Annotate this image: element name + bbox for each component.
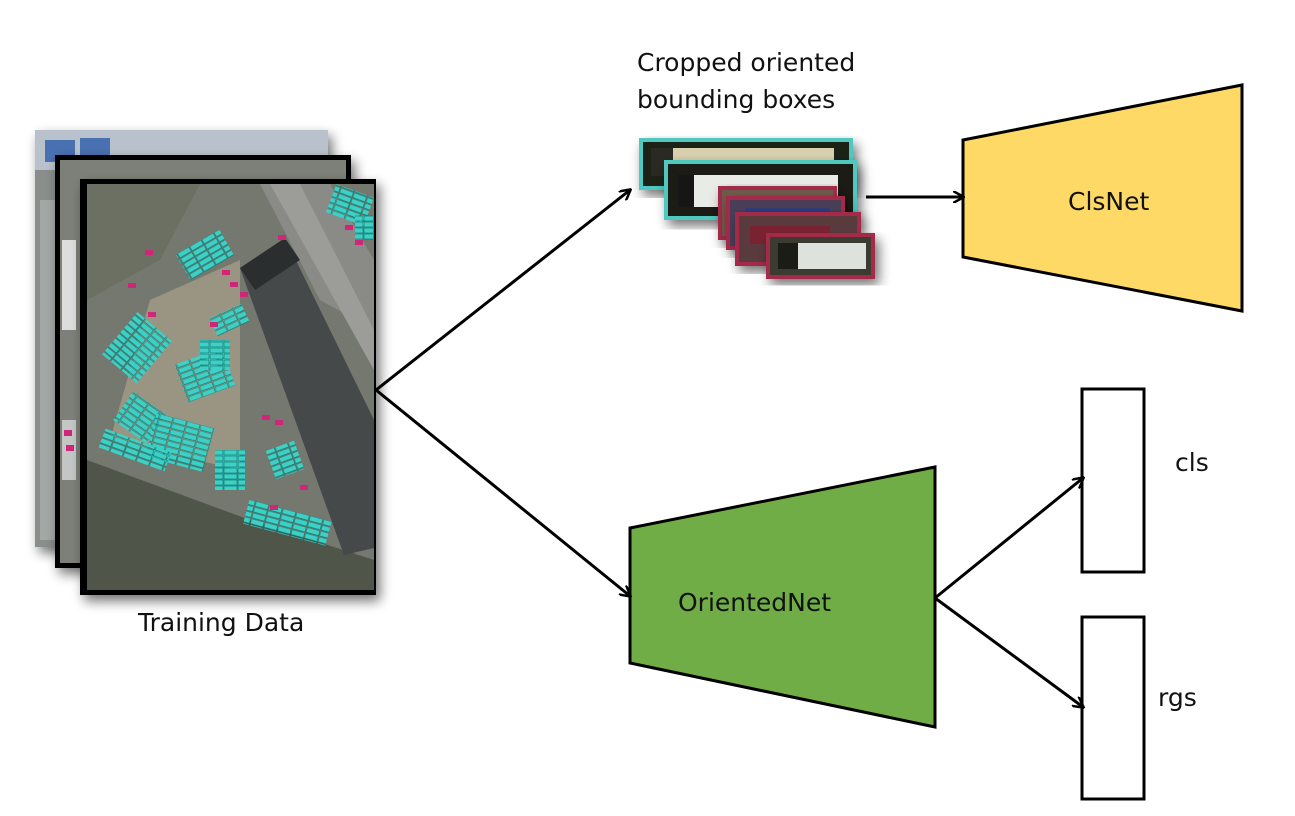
bus-annotations: [98, 184, 374, 546]
orientednet-label: OrientedNet: [678, 588, 832, 617]
training-data-label: Training Data: [138, 608, 305, 637]
clsnet-trapezoid: [961, 83, 1244, 313]
crop-red-4: [766, 233, 875, 279]
orientednet-trapezoid: [628, 465, 937, 729]
car-annotations: [128, 225, 363, 510]
clsnet-label: ClsNet: [1068, 187, 1150, 216]
arrow-to-crops: [375, 190, 630, 392]
cls-output-box: [1080, 387, 1146, 574]
aerial-image-front: [80, 179, 376, 595]
training-data-stack: [35, 130, 376, 595]
rgs-output-box: [1080, 615, 1146, 801]
arrow-to-orientednet: [375, 388, 630, 596]
cropped-bounding-boxes: [639, 138, 875, 279]
cropped-boxes-label-line2: bounding boxes: [637, 85, 836, 114]
arrow-to-cls: [934, 478, 1083, 600]
rgs-label: rgs: [1158, 683, 1197, 712]
warehouse-roof: [240, 238, 374, 555]
cls-label: cls: [1175, 448, 1209, 477]
arrows: [375, 190, 1083, 707]
cropped-boxes-label-line1: Cropped oriented: [637, 48, 856, 77]
arrow-to-rgs: [934, 596, 1083, 707]
